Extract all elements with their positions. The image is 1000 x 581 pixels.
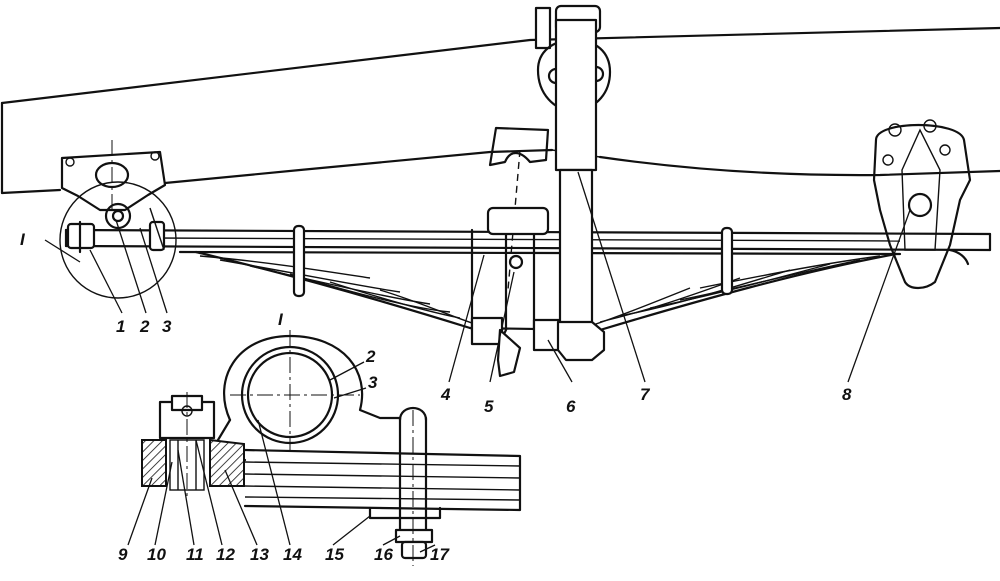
callout-3-detail: 3 [368,373,378,392]
callout-labels: I I 1 2 3 4 5 6 7 8 2 3 9 11 12 13 14 15… [20,230,852,564]
callout-8: 8 [842,385,852,404]
callout-4: 4 [440,385,451,404]
callout-3: 3 [162,317,172,336]
callout-detail-main: I [20,230,26,249]
center-u-bolt-assembly [470,126,566,378]
callout-13: 14 [283,545,302,564]
callout-16: 17 [430,545,450,564]
vehicle-frame [0,26,1000,195]
callout-10: 11 [186,545,204,564]
callout-2-detail: 2 [365,347,376,366]
detail-view-I [141,330,522,566]
leader-lines [44,171,911,553]
callout-14: 15 [325,545,344,564]
callout-1: 1 [116,317,125,336]
spring-clips [292,224,734,298]
callout-15: 16 [374,545,393,564]
callout-6: 6 [566,397,576,416]
callout-12: 13 [250,545,269,564]
callout-5: 5 [484,397,494,416]
callout-detail-zoom: I [278,310,284,329]
callout-17: 10 [147,545,166,564]
callout-7: 7 [640,385,651,404]
callout-11: 12 [216,545,235,564]
rear-spring-shackle [872,119,972,290]
shock-absorber [534,4,612,362]
callout-9: 9 [118,545,128,564]
callout-2: 2 [139,317,150,336]
front-spring-bracket [59,140,177,299]
leaf-spring-pack [64,228,992,332]
